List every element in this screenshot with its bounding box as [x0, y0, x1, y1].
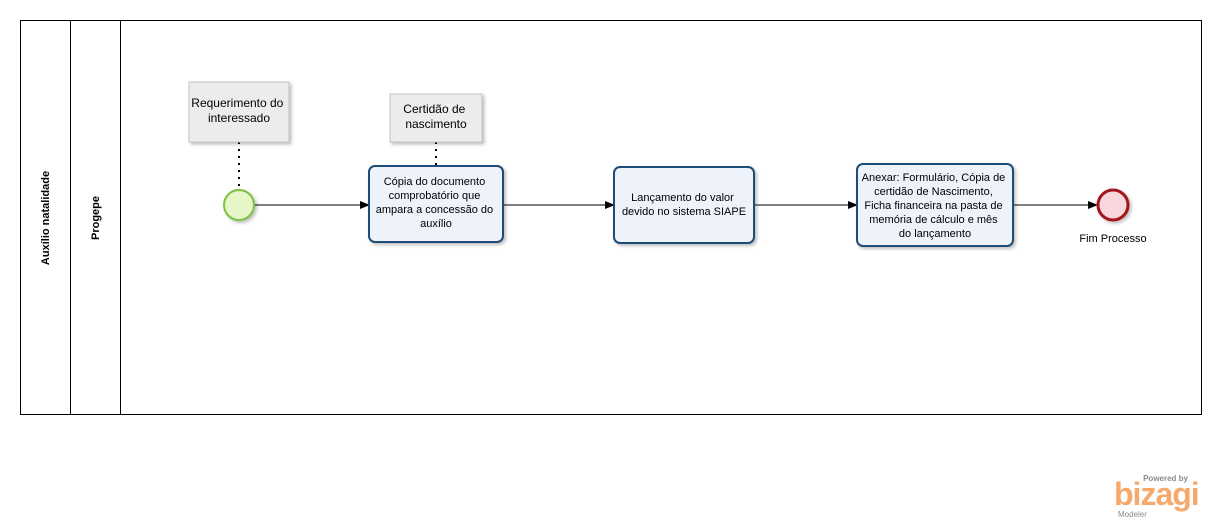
task-copia-text: Cópia do documento comprobatório que amp… [376, 176, 496, 230]
task-lancamento-text: Lançamento do valor devido no sistema SI… [622, 192, 746, 218]
annotation-line: Certidão de [403, 102, 465, 116]
task-line: Anexar: Formulário, Cópia de [862, 172, 1006, 184]
start-event[interactable] [223, 189, 255, 221]
annotation-box [389, 93, 483, 143]
task-line: Lançamento do valor [631, 192, 734, 204]
task-lancamento[interactable]: Lançamento do valor devido no sistema SI… [613, 166, 755, 244]
pool-border [20, 20, 1202, 415]
annotation-line: Requerimento do [191, 96, 283, 110]
annotation-certidao-text: Certidão de nascimento [403, 102, 468, 131]
task-line: Ficha financeira na pasta de [864, 200, 1002, 212]
task-line: memória de cálculo e mês [869, 214, 998, 226]
task-line: devido no sistema SIAPE [622, 206, 746, 218]
bizagi-branding: Powered by bizagi Modeler [1110, 474, 1202, 522]
task-copia[interactable]: Cópia do documento comprobatório que amp… [368, 165, 504, 243]
modeler-text: Modeler [1118, 510, 1147, 519]
task-box [856, 163, 1014, 247]
task-line: certidão de Nascimento, [874, 186, 993, 198]
annotation-requerimento-text: Requerimento do interessado [191, 96, 286, 125]
task-line: Cópia do documento [384, 176, 486, 188]
end-event-label: Fim Processo [1079, 233, 1146, 245]
lane-label: Progepe [90, 196, 102, 240]
powered-by-text: Powered by [1143, 474, 1188, 483]
task-anexar-text: Anexar: Formulário, Cópia de certidão de… [862, 172, 1009, 240]
task-box [368, 165, 504, 243]
task-box [613, 166, 755, 244]
annotation-requerimento[interactable]: Requerimento do interessado [188, 81, 290, 143]
end-event[interactable] [1096, 188, 1130, 222]
pool: Auxílio natalidade Progepe [20, 20, 1202, 415]
annotation-line: interessado [208, 111, 270, 125]
task-line: comprobatório que [389, 190, 481, 202]
task-line: ampara a concessão do [376, 204, 493, 216]
bizagi-logo: bizagi [1114, 476, 1200, 512]
annotation-box [188, 81, 290, 143]
pool-label: Auxílio natalidade [40, 171, 52, 265]
annotation-certidao[interactable]: Certidão de nascimento [389, 93, 483, 143]
task-anexar[interactable]: Anexar: Formulário, Cópia de certidão de… [856, 163, 1014, 247]
task-line: auxílio [420, 218, 452, 230]
annotation-line: nascimento [405, 117, 467, 131]
task-line: do lançamento [899, 228, 971, 240]
